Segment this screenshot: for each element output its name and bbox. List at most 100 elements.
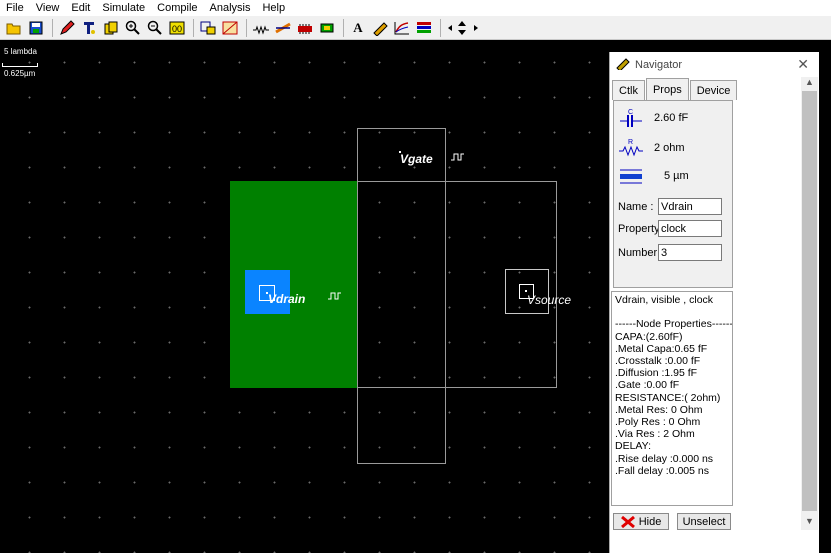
navigator-icon xyxy=(616,58,630,72)
number-input[interactable] xyxy=(658,244,722,261)
menu-compile[interactable]: Compile xyxy=(157,2,198,14)
length-value: 5 µm xyxy=(664,170,689,182)
toolbar: 00 A xyxy=(0,16,831,40)
text-icon[interactable]: A xyxy=(353,19,363,35)
menu-analysis[interactable]: Analysis xyxy=(209,2,251,14)
red-x-icon xyxy=(620,515,635,528)
info-line: .Rise delay :0.000 ns xyxy=(615,452,714,465)
resistance-row: R 2 ohm xyxy=(618,137,685,159)
gate-node-label[interactable]: Vgate xyxy=(400,152,433,166)
source-contact-marker xyxy=(519,284,534,299)
hide-button-label: Hide xyxy=(638,515,662,528)
tab-device[interactable]: Device xyxy=(689,80,738,100)
number-label: Number xyxy=(618,246,658,259)
info-line: CAPA:(2.60fF) xyxy=(615,330,683,343)
zoom-out-icon[interactable] xyxy=(145,18,165,38)
info-line: .Diffusion :1.95 fF xyxy=(615,367,698,380)
capacitor-icon: C xyxy=(618,107,644,129)
length-icon xyxy=(618,165,644,187)
open-icon[interactable] xyxy=(4,18,24,38)
node-info-box[interactable]: Vdrain, visible , clock ------Node Prope… xyxy=(611,291,733,506)
navigator-tabs: Ctlk Props Device xyxy=(612,78,738,100)
nav-arrows-icon[interactable] xyxy=(445,18,481,38)
navigator-titlebar[interactable]: Navigator xyxy=(610,52,819,78)
gate-clock-icon xyxy=(451,153,465,163)
hide-button[interactable]: Hide xyxy=(613,513,669,530)
drain-contact-marker xyxy=(259,285,275,301)
svg-text:00: 00 xyxy=(172,24,182,34)
navigator-panel: Navigator ✕ Ctlk Props Device C 2.60 fF … xyxy=(609,52,819,553)
info-line: .Metal Res: 0 Ohm xyxy=(615,403,703,416)
name-input[interactable] xyxy=(658,198,722,215)
zoom-in-icon[interactable] xyxy=(123,18,143,38)
close-icon[interactable]: ✕ xyxy=(797,56,809,72)
svg-text:C: C xyxy=(628,109,633,116)
menu-help[interactable]: Help xyxy=(262,2,286,14)
scroll-up-icon[interactable]: ▲ xyxy=(805,77,814,87)
tab-ctlk[interactable]: Ctlk xyxy=(612,80,645,100)
drain-node-dot xyxy=(266,292,268,294)
property-label: Property xyxy=(618,222,660,235)
info-line: .Fall delay :0.005 ns xyxy=(615,464,709,477)
drain-clock-icon xyxy=(328,292,342,302)
arrow-icon[interactable] xyxy=(79,18,99,38)
capacitance-value: 2.60 fF xyxy=(654,112,689,124)
name-field-row: Name : xyxy=(618,198,722,215)
svg-text:R: R xyxy=(628,139,633,146)
menu-file[interactable]: File xyxy=(6,2,24,14)
scroll-down-icon[interactable]: ▼ xyxy=(805,516,814,526)
scroll-thumb[interactable] xyxy=(802,91,817,511)
window-edge xyxy=(818,41,831,553)
ruler-icon[interactable] xyxy=(370,18,390,38)
resistor-icon[interactable] xyxy=(251,18,271,38)
chip-icon[interactable] xyxy=(295,18,315,38)
info-line: .Gate :0.00 fF xyxy=(615,379,680,392)
fit-icon[interactable]: 00 xyxy=(167,18,187,38)
length-row: 5 µm xyxy=(618,165,689,187)
name-label: Name : xyxy=(618,200,654,213)
source-node-label[interactable]: Vsource xyxy=(527,293,572,307)
info-line xyxy=(615,306,729,318)
props-pane: C 2.60 fF R 2 ohm 5 µm Name : xyxy=(613,100,733,288)
save-icon[interactable] xyxy=(26,18,46,38)
info-line: .Crosstalk :0.00 fF xyxy=(615,355,701,368)
capacitance-row: C 2.60 fF xyxy=(618,107,688,129)
scale-bar xyxy=(2,63,38,67)
copy-icon[interactable] xyxy=(101,18,121,38)
navigator-scrollbar[interactable]: ▲ ▼ xyxy=(801,77,818,530)
info-line: .Poly Res : 0 Ohm xyxy=(615,416,701,429)
drain-node-label[interactable]: Vdrain xyxy=(268,292,306,306)
navigator-title: Navigator xyxy=(635,59,683,71)
info-line: ------Node Properties------ xyxy=(615,318,733,331)
layout-canvas[interactable]: 5 lambda 0.625µm Vdrain Vgate Vsource xyxy=(0,41,609,553)
navigator-buttons: Hide Unselect xyxy=(610,513,735,530)
menu-view[interactable]: View xyxy=(35,2,60,14)
cell2-icon[interactable] xyxy=(220,18,240,38)
property-field-row: Property xyxy=(618,220,722,237)
menu-simulate[interactable]: Simulate xyxy=(102,2,146,14)
source-node-dot xyxy=(525,290,527,292)
info-line: .Metal Capa:0.65 fF xyxy=(615,342,708,355)
scale-value: 0.625µm xyxy=(4,69,36,78)
property-input[interactable] xyxy=(658,220,722,237)
menu-bar: File View Edit Simulate Compile Analysis… xyxy=(0,0,831,16)
resistor-symbol-icon: R xyxy=(618,137,644,159)
unselect-button[interactable]: Unselect xyxy=(677,513,731,530)
chart-icon[interactable] xyxy=(392,18,412,38)
pencil-icon[interactable] xyxy=(57,18,77,38)
tab-props[interactable]: Props xyxy=(645,78,689,100)
diffusion-outline[interactable] xyxy=(357,181,557,388)
source-contact-outline[interactable] xyxy=(505,269,549,314)
gate-node-dot xyxy=(399,151,401,153)
info-line: .Via Res : 2 Ohm xyxy=(615,428,695,441)
chip2-icon[interactable] xyxy=(317,18,337,38)
stack-icon[interactable] xyxy=(414,18,434,38)
info-line: DELAY: xyxy=(615,440,651,453)
resistance-value: 2 ohm xyxy=(654,142,685,154)
wire-icon[interactable] xyxy=(273,18,293,38)
scale-label: 5 lambda xyxy=(4,47,37,56)
unselect-button-label: Unselect xyxy=(682,515,726,528)
menu-edit[interactable]: Edit xyxy=(71,2,91,14)
cell-icon[interactable] xyxy=(198,18,218,38)
